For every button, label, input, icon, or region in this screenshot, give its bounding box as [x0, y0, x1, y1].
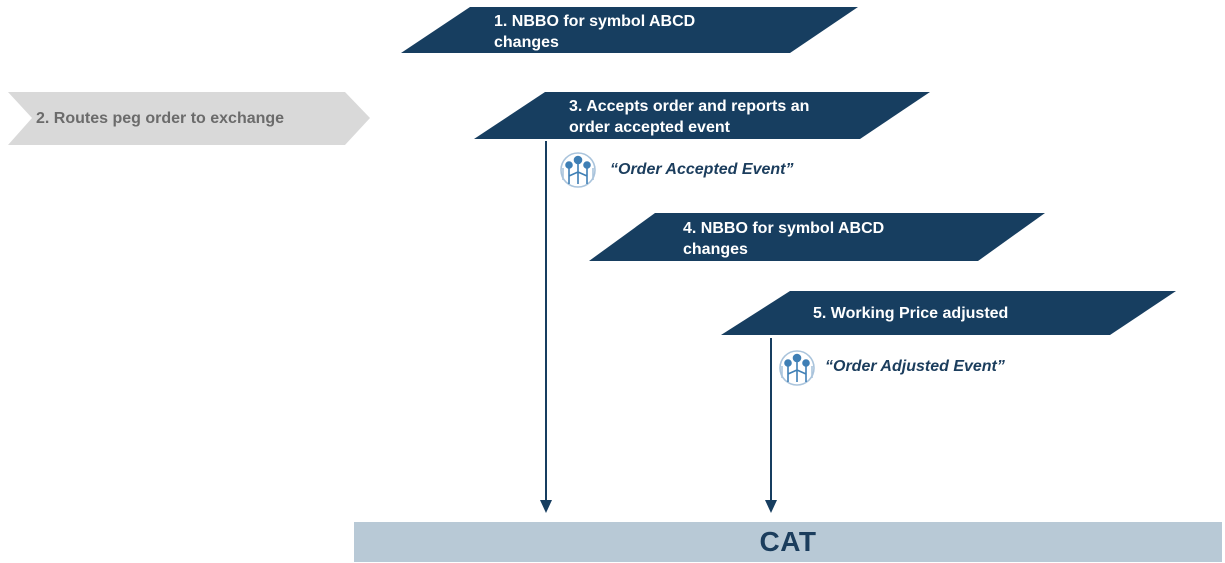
step-5-label: 5. Working Price adjusted	[813, 305, 1009, 322]
order-accepted-event-label: “Order Accepted Event”	[610, 161, 794, 178]
step-2-label: 2. Routes peg order to exchange	[36, 110, 285, 127]
event-tree-icon	[779, 350, 815, 386]
step-5-parallelogram	[721, 291, 1176, 335]
event-tree-icon	[560, 152, 596, 188]
step-1-label: 1. NBBO for symbol ABCD changes	[494, 13, 696, 51]
cat-label: CAT	[759, 526, 817, 557]
accepted-arrow-head	[540, 500, 552, 513]
step-3-parallelogram	[474, 92, 930, 139]
step-3-label: 3. Accepts order and reports an order ac…	[569, 98, 810, 136]
cat-bar: CAT	[354, 522, 1222, 562]
step-4-parallelogram	[589, 213, 1045, 261]
step-2-chevron	[8, 92, 370, 145]
step-1-parallelogram	[401, 7, 858, 53]
step-4-label: 4. NBBO for symbol ABCD changes	[683, 220, 885, 258]
adjusted-arrow-head	[765, 500, 777, 513]
order-adjusted-event-label: “Order Adjusted Event”	[825, 358, 1005, 375]
